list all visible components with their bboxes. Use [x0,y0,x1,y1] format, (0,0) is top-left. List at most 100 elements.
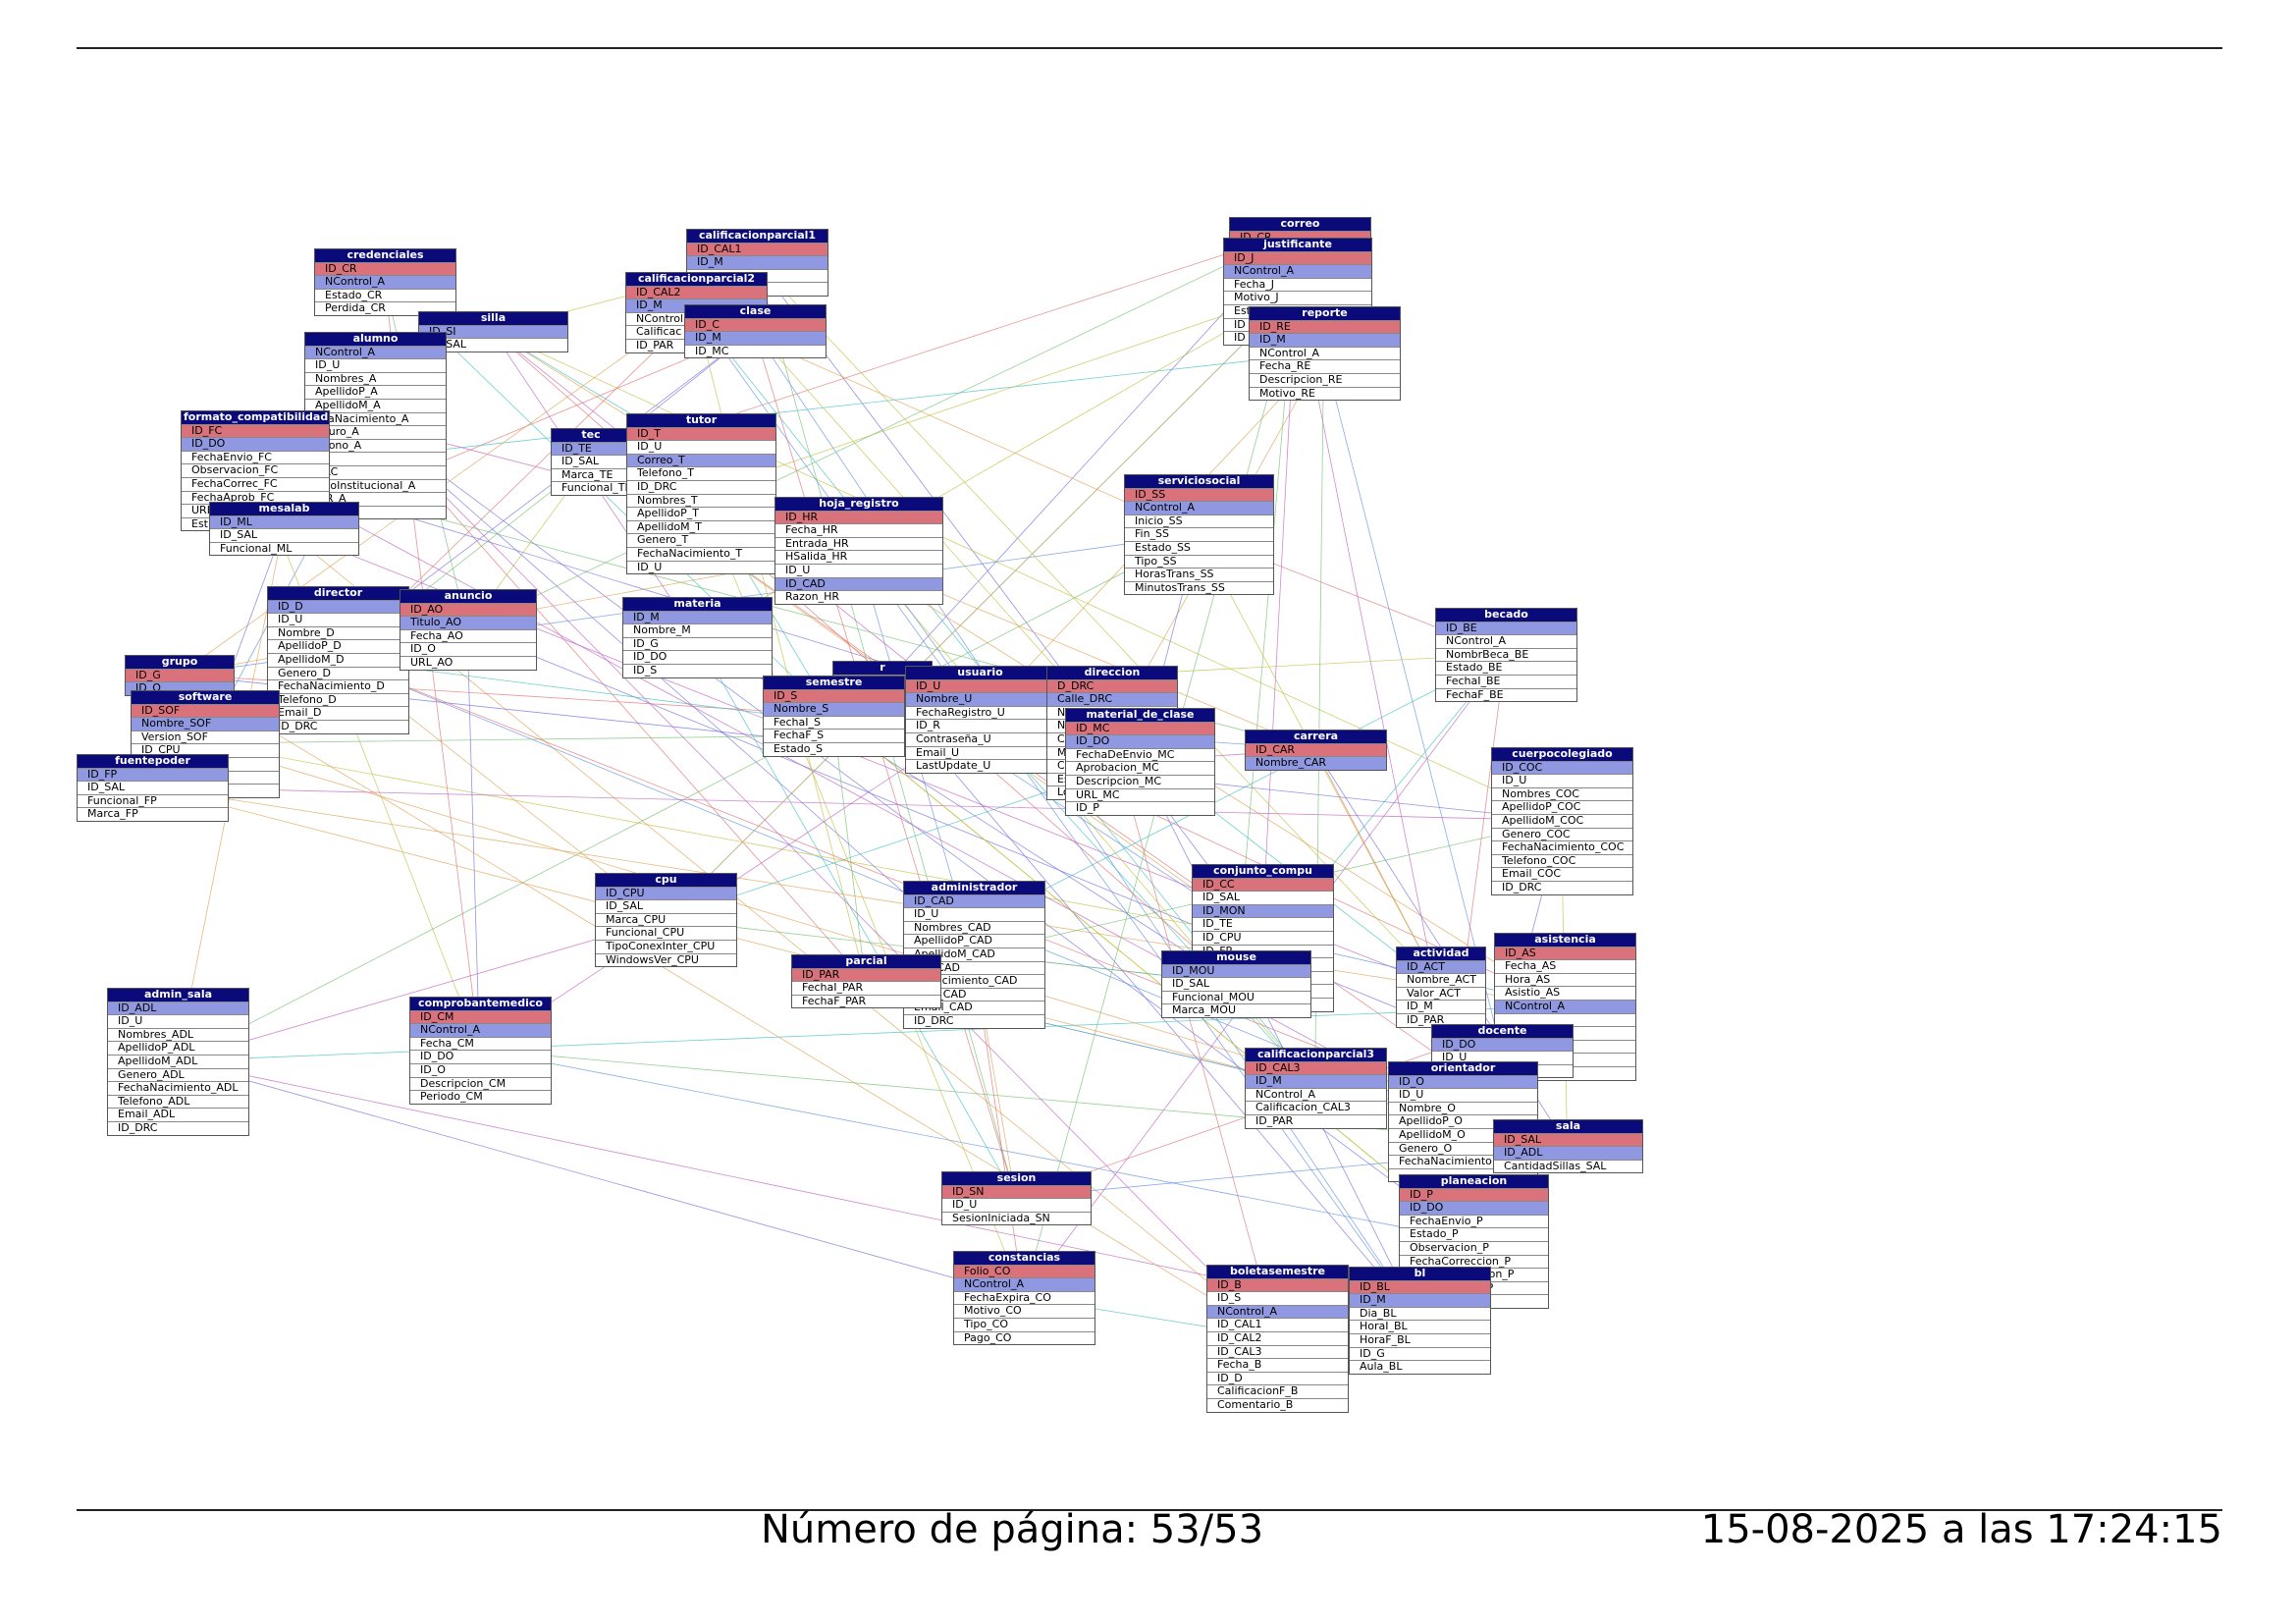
field: ID_DRC [904,1013,1044,1028]
table-title: boletasemestre [1207,1266,1348,1278]
field: FechaNacimiento_D [268,679,408,693]
field: NombrBeca_BE [1436,647,1576,662]
foreign-key-field: ID_M [623,610,772,624]
relationship-line [466,628,480,1051]
primary-key-field: ID_J [1224,250,1371,265]
field: Hora_AS [1495,972,1635,987]
top-rule [77,47,2222,49]
table-title: calificacionparcial2 [626,273,767,286]
field: ID_CAL2 [1207,1330,1348,1345]
foreign-key-field: ID_D [268,599,408,614]
field: Estado_P [1400,1227,1548,1241]
foreign-key-field: ID_ADL [108,1001,248,1015]
table-title: constancias [954,1252,1095,1265]
foreign-key-field: ID_ADL [1494,1146,1642,1160]
field: FechaNacimiento [1389,1155,1537,1168]
field: Motivo_RE [1250,386,1400,401]
field: ID_CAL1 [1207,1318,1348,1331]
relationship-line [178,674,1277,1338]
field: FechaCorrec_FC [182,476,329,491]
table-title: asistencia [1495,934,1635,947]
primary-key-field: ID_T [627,426,775,441]
relationship-line [479,1049,1473,1242]
foreign-key-field: Correo_T [627,453,775,467]
field: ID_SAL [1162,977,1310,991]
field: ApellidoP_D [268,639,408,653]
field: ID_DRC [627,479,775,494]
field: Valor_ACT [1397,986,1485,1001]
field: Nombre_D [268,625,408,640]
field: ApellidoP_ADL [108,1041,248,1055]
field: Fecha_B [1207,1358,1348,1372]
table-title: conjunto_compu [1193,865,1333,878]
field: Fecha_J [1224,277,1371,292]
field: Telefono_ADL [108,1094,248,1109]
field: Tipo_SS [1125,554,1273,568]
field: Estado_CR [315,288,455,302]
primary-key-field: ID_CAL1 [687,242,828,256]
table-title: planeacion [1400,1175,1548,1188]
field: Telefono_T [627,466,775,480]
field: Nombres_COC [1492,786,1632,801]
table-title: clase [685,305,826,318]
field: FechaI_BE [1436,674,1576,688]
primary-key-field: ID_AO [400,602,536,617]
table-title: hoja_registro [775,498,942,511]
primary-key-field: D_DRC [1047,678,1177,693]
field: ID_PAR [1246,1113,1386,1128]
field: Motivo_J [1224,291,1371,304]
field: FechaF_S [764,729,904,742]
field: ApellidoM_A [305,398,446,412]
field: Nombre_ACT [1397,973,1485,987]
table-title: software [132,691,279,704]
relationship-line [374,424,1277,1338]
field: Inicio_SS [1125,514,1273,528]
table-title: fuentepoder [78,755,228,768]
relationship-line [466,229,1300,629]
field: CantidadSillas_SAL [1494,1159,1642,1173]
field: Fin_SS [1125,527,1273,541]
primary-key-field: ID_CAR [1246,742,1386,757]
field: ID_SAL [419,338,567,352]
field: ID_CPU [132,743,279,757]
primary-key-field: ID_SS [1125,487,1273,502]
table-title: calificacionparcial3 [1246,1049,1386,1061]
field: Email_U [906,745,1054,760]
field: Observacion_FC [182,463,329,477]
field: ID_CAL3 [1207,1344,1348,1359]
foreign-key-field: NControl_A [315,275,455,289]
table-title: parcial [792,955,940,968]
table-title: material_de_clase [1066,709,1214,722]
